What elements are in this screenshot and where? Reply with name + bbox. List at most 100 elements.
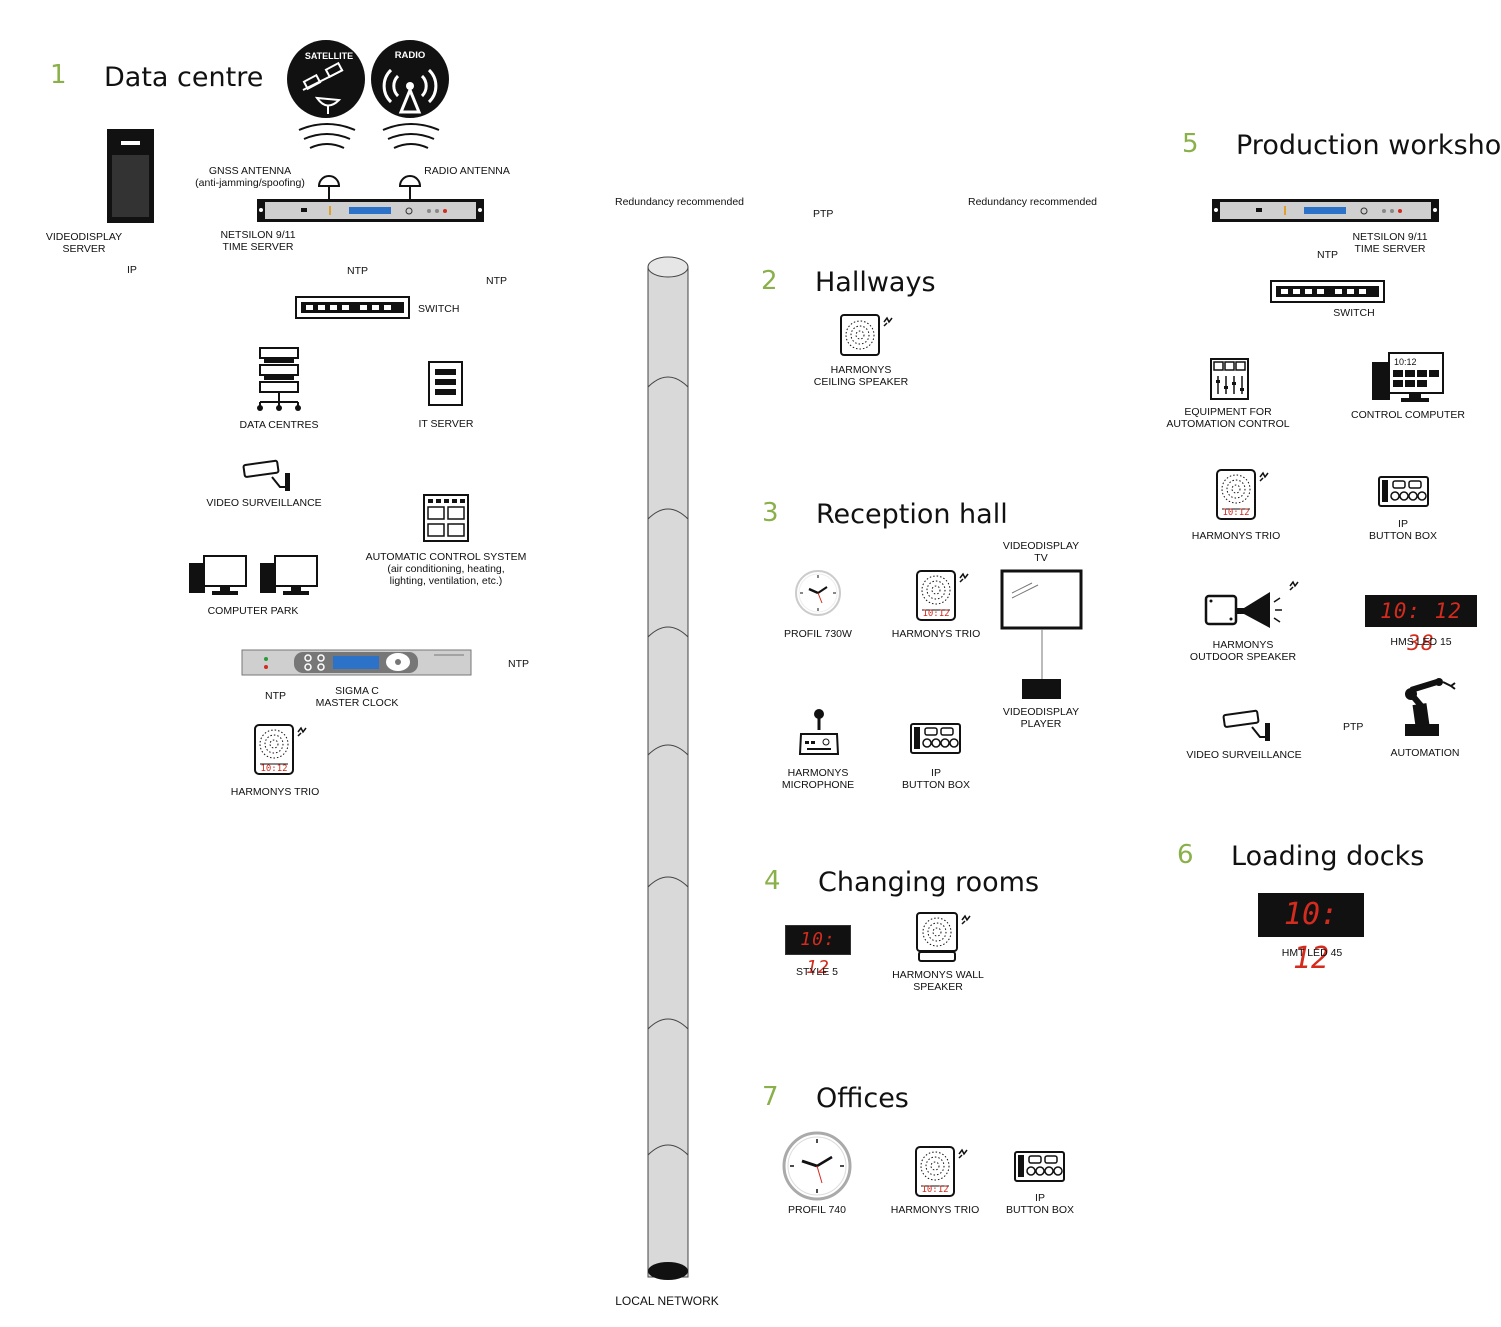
netsilon-1-label: NETSILON 9/11 TIME SERVER: [220, 229, 296, 253]
netsilon-5-label: NETSILON 9/11 TIME SERVER: [1352, 231, 1428, 255]
server-tower-icon: [107, 129, 154, 223]
ntp-tag-b: NTP: [486, 275, 507, 287]
harmonys-ceiling-label: HARMONYS CEILING SPEAKER: [813, 364, 909, 388]
analog-clock-icon: [795, 570, 841, 616]
netsilon-time-server-icon: [1212, 199, 1439, 222]
section-title-production-workshop: Production workshop: [1236, 130, 1501, 161]
gnss-antenna-icon: [317, 175, 341, 200]
profil-730w-label: PROFIL 730W: [784, 628, 852, 640]
section-title-data-centre: Data centre: [104, 62, 264, 93]
ip-button-box-5-label: IP BUTTON BOX: [1368, 518, 1438, 542]
automation-label: AUTOMATION: [1390, 747, 1460, 759]
harmonys-outdoor-label: HARMONYS OUTDOOR SPEAKER: [1189, 639, 1297, 663]
video-surveillance-1-label: VIDEO SURVEILLANCE: [206, 497, 322, 509]
ntp-tag-a: NTP: [347, 265, 368, 277]
ip-button-box-icon: [910, 723, 961, 754]
harmonys-trio-1-label: HARMONYS TRIO: [230, 786, 320, 798]
ip-button-box-icon: [1014, 1151, 1065, 1182]
harmonys-trio-icon: [254, 724, 307, 775]
radio-icon: [371, 40, 449, 149]
local-network-label: LOCAL NETWORK: [615, 1294, 719, 1308]
sigma-c-label: SIGMA C MASTER CLOCK: [315, 685, 399, 709]
harmonys-trio-7-display: 10:12: [921, 1185, 949, 1195]
videodisplay-tv-label: VIDEODISPLAY TV: [1002, 540, 1080, 564]
satellite-badge-label: SATELLITE: [304, 51, 354, 61]
computer-park-icon: [189, 555, 318, 595]
radio-antenna-icon: [398, 175, 422, 200]
local-network-pipe: [647, 256, 689, 1280]
automation-equipment-icon: [1210, 358, 1249, 400]
section-number-5: 5: [1182, 129, 1199, 159]
surveillance-camera-icon: [242, 459, 290, 491]
section-number-2: 2: [761, 266, 778, 296]
surveillance-camera-icon: [1222, 709, 1270, 741]
netsilon-time-server-icon: [257, 199, 484, 222]
section-number-4: 4: [764, 866, 781, 896]
harmonys-trio-3-label: HARMONYS TRIO: [891, 628, 981, 640]
ptp-tag-a: PTP: [813, 208, 834, 220]
section-title-reception-hall: Reception hall: [816, 499, 1008, 530]
videodisplay-player-label: VIDEODISPLAY PLAYER: [1002, 706, 1080, 730]
harmonys-trio-7-label: HARMONYS TRIO: [890, 1204, 980, 1216]
harmonys-trio-3-display: 10:12: [922, 609, 950, 619]
section-number-7: 7: [762, 1082, 779, 1112]
robot-arm-icon: [1405, 678, 1456, 736]
radio-antenna-label: RADIO ANTENNA: [424, 165, 510, 177]
harmonys-trio-5-label: HARMONYS TRIO: [1191, 530, 1281, 542]
harmonys-microphone-label: HARMONYS MICROPHONE: [781, 767, 855, 791]
hmt-led-45-label: HMT LED 45: [1281, 947, 1343, 959]
switch-1-label: SWITCH: [418, 303, 460, 315]
profil-740-label: PROFIL 740: [788, 1204, 846, 1216]
microphone-icon: [798, 709, 840, 755]
it-server-icon: [428, 361, 463, 406]
style-5-label: STYLE 5: [795, 966, 839, 978]
automatic-control-label: AUTOMATIC CONTROL SYSTEM (air conditioni…: [365, 551, 527, 587]
control-computer-icon: [1372, 352, 1444, 402]
sigma-master-clock-icon: [241, 649, 472, 676]
section-title-changing-rooms: Changing rooms: [818, 867, 1040, 898]
style-5-display: 10: 12: [785, 925, 851, 978]
ip-button-box-7-label: IP BUTTON BOX: [1005, 1192, 1075, 1216]
ntp-tag-c: NTP: [508, 658, 529, 670]
ntp-tag-d: NTP: [265, 690, 286, 702]
data-centres-label: DATA CENTRES: [239, 419, 319, 431]
ceiling-speaker-icon: [840, 314, 893, 356]
hms-led-15-display: 10: 12 38: [1365, 595, 1477, 655]
section-title-loading-docks: Loading docks: [1231, 841, 1425, 872]
wall-speaker-icon: [916, 912, 971, 962]
analog-clock-icon: [782, 1131, 852, 1201]
computer-park-label: COMPUTER PARK: [207, 605, 299, 617]
section-number-6: 6: [1177, 840, 1194, 870]
section-title-hallways: Hallways: [815, 267, 936, 298]
harmonys-trio-icon: [915, 1146, 968, 1197]
satellite-icon: [287, 40, 365, 149]
switch-icon: [295, 296, 410, 319]
ip-button-box-icon: [1378, 476, 1429, 507]
control-panel-icon: [423, 494, 469, 542]
videodisplay-tv-icon: [1000, 569, 1083, 699]
ip-tag: IP: [127, 264, 137, 276]
control-computer-time: 10:12: [1394, 357, 1417, 367]
switch-5-label: SWITCH: [1333, 307, 1375, 319]
harmonys-trio-5-display: 10:12: [1222, 508, 1250, 518]
redundancy-tag-a: Redundancy recommended: [615, 196, 744, 208]
ptp-tag-b: PTP: [1343, 721, 1364, 733]
radio-badge-label: RADIO: [394, 50, 426, 61]
videodisplay-server-label: VIDEODISPLAY SERVER: [45, 231, 123, 255]
control-computer-label: CONTROL COMPUTER: [1351, 409, 1465, 421]
data-centres-icon: [257, 347, 301, 411]
ntp-tag-e: NTP: [1317, 249, 1338, 261]
switch-icon: [1270, 280, 1385, 303]
ip-button-box-3-label: IP BUTTON BOX: [901, 767, 971, 791]
hmt-led-45-display: 10: 12: [1258, 893, 1364, 976]
harmonys-trio-icon: [916, 570, 969, 621]
video-surveillance-5-label: VIDEO SURVEILLANCE: [1186, 749, 1302, 761]
harmonys-trio-icon: [1216, 469, 1269, 520]
harmonys-trio-1-display: 10:12: [260, 764, 288, 774]
equipment-automation-label: EQUIPMENT FOR AUTOMATION CONTROL: [1166, 406, 1290, 430]
outdoor-speaker-icon: [1204, 580, 1299, 628]
harmonys-wall-label: HARMONYS WALL SPEAKER: [892, 969, 984, 993]
hms-led-15-label: HMS LED 15: [1390, 636, 1452, 648]
it-server-label: IT SERVER: [418, 418, 474, 430]
section-title-offices: Offices: [816, 1083, 909, 1114]
